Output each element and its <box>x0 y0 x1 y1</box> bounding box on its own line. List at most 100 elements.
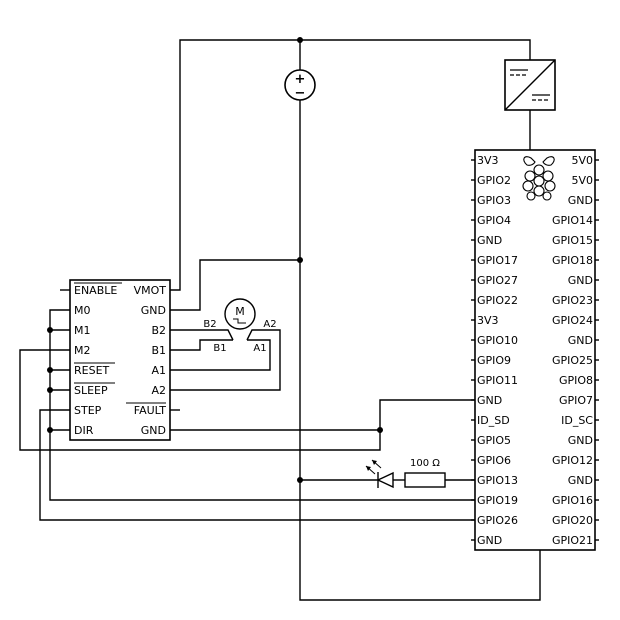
driver-pin-a1: A1 <box>151 364 166 377</box>
wire-m2-to-gnd <box>19 349 475 451</box>
motor-symbol <box>224 298 256 330</box>
wire-driver-gnd-top <box>170 259 300 311</box>
pi-pin-gpio16: GPIO16 <box>552 494 593 507</box>
resistor-label: 100 Ω <box>410 458 440 469</box>
led-ray-2-arrow <box>366 466 371 471</box>
pi-pin-gpio25: GPIO25 <box>552 354 593 367</box>
pi-pin-gnd: GND <box>568 194 593 207</box>
junction-dot <box>47 387 53 393</box>
pi-pin-gpio13: GPIO13 <box>477 474 518 487</box>
wire-reset-sleep <box>50 369 70 391</box>
junction-dot <box>47 427 53 433</box>
pi-pin-gpio8: GPIO8 <box>559 374 593 387</box>
pi-body <box>474 149 596 551</box>
junction-dot <box>297 257 303 263</box>
dc-dc-converter <box>504 59 556 111</box>
junction-dot <box>47 367 53 373</box>
driver-pin-m0: M0 <box>74 304 91 317</box>
pi-pin-gpio3: GPIO3 <box>477 194 511 207</box>
pi-pin-gpio14: GPIO14 <box>552 214 593 227</box>
wire-vmot-top-rail <box>170 39 531 291</box>
driver-pin-reset: RESET <box>74 364 110 377</box>
junction-dot <box>47 327 53 333</box>
pi-pin-id-sc: ID_SC <box>561 414 593 427</box>
junctions <box>47 37 383 483</box>
wires <box>19 39 541 601</box>
wire-m0-m1-bus <box>49 309 70 331</box>
driver-pin-b1: B1 <box>151 344 166 357</box>
driver-pin-a2: A2 <box>151 384 166 397</box>
battery-minus-sign: − <box>295 86 306 101</box>
pi-pin-gpio24: GPIO24 <box>552 314 593 327</box>
motor-winding-mark <box>233 318 246 324</box>
pi-pin-gpio6: GPIO6 <box>477 454 511 467</box>
pi-pin-gpio19: GPIO19 <box>477 494 518 507</box>
pi-pin-gnd: GND <box>568 474 593 487</box>
pi-pin-5v0: 5V0 <box>571 174 593 187</box>
raspberry-pi: 3V3GPIO2GPIO3GPIO4GNDGPIO17GPIO27GPIO223… <box>471 149 599 551</box>
wire-battery-to-bottom <box>299 100 541 601</box>
pi-pin-gpio22: GPIO22 <box>477 294 518 307</box>
motor-letter: M <box>235 305 245 318</box>
resistor: 100 Ω <box>404 458 446 488</box>
pi-pin-gpio15: GPIO15 <box>552 234 593 247</box>
battery-plus-sign: + <box>295 72 306 87</box>
wire-step-to-gpio26 <box>39 409 475 521</box>
driver-pin-dir: DIR <box>74 424 94 437</box>
pi-pin-5v0: 5V0 <box>571 154 593 167</box>
converter-diagonal <box>504 59 556 111</box>
motor-terminal-b2: B2 <box>203 319 216 330</box>
pi-pin-gnd: GND <box>568 434 593 447</box>
pi-pin-gpio26: GPIO26 <box>477 514 518 527</box>
pi-pin-gpio27: GPIO27 <box>477 274 518 287</box>
pi-pin-gpio17: GPIO17 <box>477 254 518 267</box>
pi-pin-gpio10: GPIO10 <box>477 334 518 347</box>
driver-pin-gnd: GND <box>141 304 166 317</box>
wire-a2 <box>170 329 281 391</box>
pi-pin-gpio5: GPIO5 <box>477 434 511 447</box>
wire-b1 <box>170 339 233 351</box>
pi-pin-3v3: 3V3 <box>477 154 499 167</box>
led-triangle <box>376 471 394 489</box>
pi-pin-gnd: GND <box>477 534 502 547</box>
driver-pin-fault: FAULT <box>134 404 167 417</box>
driver-pin-vmot: VMOT <box>134 284 167 297</box>
pi-pin-gpio21: GPIO21 <box>552 534 593 547</box>
junction-dot <box>297 37 303 43</box>
motor-terminal-b1: B1 <box>213 343 226 354</box>
dc-power-source: + − <box>284 69 316 101</box>
driver-pin-step: STEP <box>74 404 102 417</box>
junction-dot <box>297 477 303 483</box>
pi-pin-gpio4: GPIO4 <box>477 214 511 227</box>
led <box>365 459 394 489</box>
led-ray-1-arrow <box>372 460 377 465</box>
driver-pin-m1: M1 <box>74 324 91 337</box>
pi-pin-3v3: 3V3 <box>477 314 499 327</box>
driver-pin-b2: B2 <box>151 324 166 337</box>
pi-pin-id-sd: ID_SD <box>477 414 510 427</box>
pi-pin-gpio20: GPIO20 <box>552 514 593 527</box>
pi-pin-gnd: GND <box>568 274 593 287</box>
motor-terminal-a2: A2 <box>263 319 276 330</box>
pi-pin-gpio18: GPIO18 <box>552 254 593 267</box>
pi-pin-gpio7: GPIO7 <box>559 394 593 407</box>
junction-dot <box>377 427 383 433</box>
pi-pin-gnd: GND <box>477 394 502 407</box>
motor-terminal-a1: A1 <box>253 343 266 354</box>
wire-b2 <box>170 329 234 341</box>
resistor-body <box>404 472 446 488</box>
driver-pin-m2: M2 <box>74 344 91 357</box>
pi-right-pins: 5V05V0GNDGPIO14GPIO15GPIO18GNDGPIO23GPIO… <box>552 154 599 547</box>
pi-pin-gpio11: GPIO11 <box>477 374 518 387</box>
wire-a1 <box>170 339 271 371</box>
driver-pin-gnd: GND <box>141 424 166 437</box>
pi-pin-gpio2: GPIO2 <box>477 174 511 187</box>
pi-pin-gpio12: GPIO12 <box>552 454 593 467</box>
battery-symbol <box>284 69 316 101</box>
raspberry-pi-logo-icon <box>522 156 556 201</box>
pi-left-pins: 3V3GPIO2GPIO3GPIO4GNDGPIO17GPIO27GPIO223… <box>471 154 518 547</box>
